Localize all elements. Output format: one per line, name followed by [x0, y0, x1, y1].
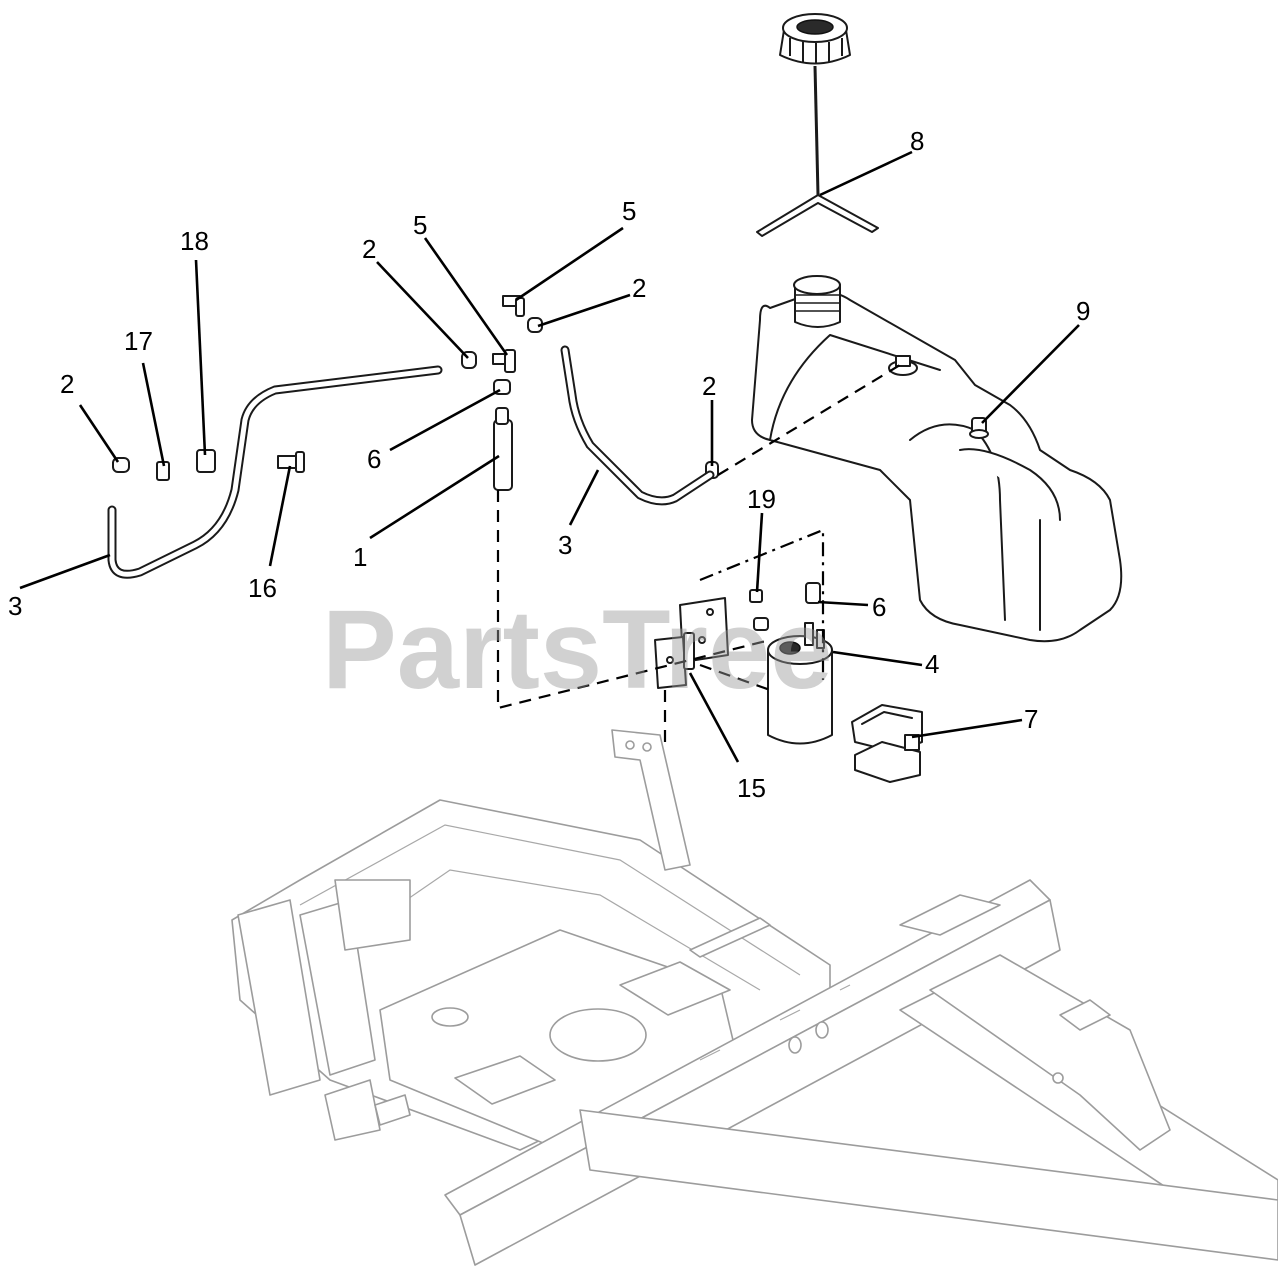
- callout-9: 9: [1076, 296, 1090, 326]
- callout-2-right: 2: [632, 273, 646, 303]
- mower-frame: [231, 729, 1278, 1266]
- fuel-cap-gauge: [756, 13, 879, 237]
- small-hardware: [112, 295, 821, 631]
- callout-15: 15: [737, 773, 766, 803]
- callout-3-left: 3: [8, 591, 22, 621]
- callout-4: 4: [925, 649, 939, 679]
- fuel-hoses: [107, 345, 715, 579]
- callout-2-left: 2: [60, 369, 74, 399]
- callout-6-mid: 6: [367, 444, 381, 474]
- canister-strap: [851, 704, 923, 783]
- callout-2-mid: 2: [362, 234, 376, 264]
- charcoal-canister: [767, 622, 833, 745]
- canister-bracket: [654, 597, 729, 689]
- callout-18: 18: [180, 226, 209, 256]
- assembly-lines: [496, 364, 901, 750]
- callout-8: 8: [910, 126, 924, 156]
- callout-1: 1: [353, 542, 367, 572]
- callout-17: 17: [124, 326, 153, 356]
- watermark: PartsTree: [322, 587, 833, 712]
- callout-2-hose: 2: [702, 371, 716, 401]
- callout-19: 19: [747, 484, 776, 514]
- fuel-tank: [751, 275, 1123, 643]
- callout-labels: 8 5 2 5 2 18 17 2 9 2 6 1 3 16 3 19 6 4 …: [8, 126, 1090, 803]
- callout-3-mid: 3: [558, 530, 572, 560]
- callout-6-right: 6: [872, 592, 886, 622]
- callout-5-right: 5: [622, 196, 636, 226]
- leader-lines: [19, 150, 1080, 763]
- callout-7: 7: [1024, 704, 1038, 734]
- callout-5-left: 5: [413, 210, 427, 240]
- callout-16: 16: [248, 573, 277, 603]
